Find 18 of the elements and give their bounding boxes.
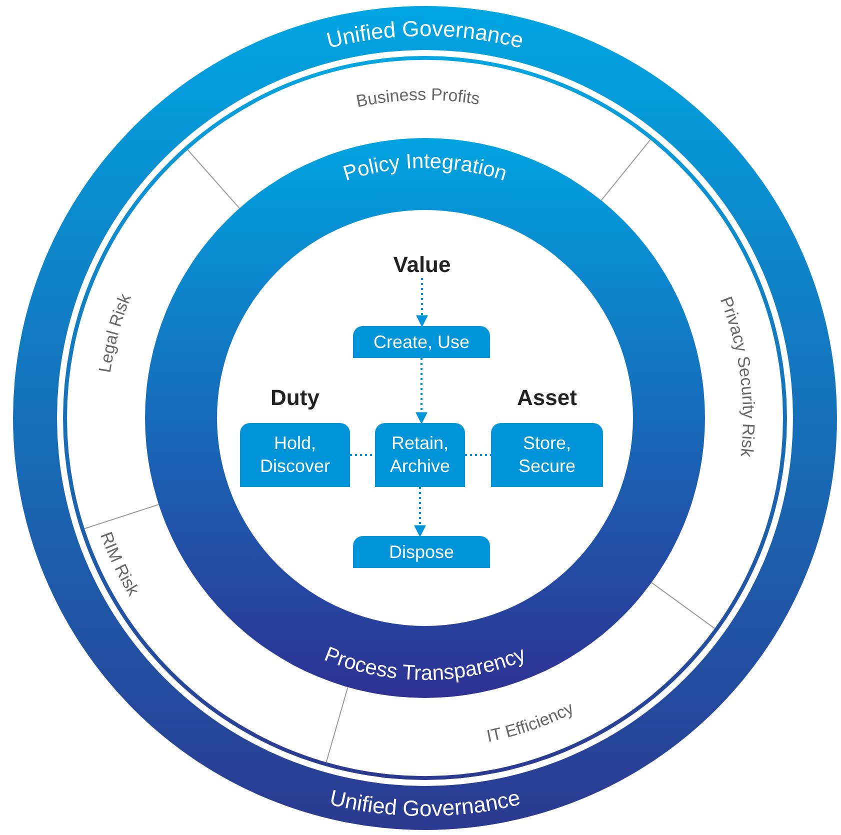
connector-line xyxy=(350,454,375,456)
ring-title: Process Transparency xyxy=(321,642,529,686)
ring-title: Unified Governance xyxy=(324,16,526,54)
heading: Value xyxy=(392,252,452,278)
heading: Asset xyxy=(516,385,578,411)
process-box: Store, Secure xyxy=(491,423,603,487)
ring-title: Unified Governance xyxy=(328,784,522,822)
process-box: Create, Use xyxy=(353,326,490,358)
process-box: Retain, Archive xyxy=(375,423,465,487)
arrow xyxy=(416,278,428,328)
connector-line xyxy=(465,454,491,456)
ring-title: Policy Integration xyxy=(340,150,510,186)
segment-label: Business Profits xyxy=(354,84,482,112)
process-box: Dispose xyxy=(353,536,490,568)
process-box: Hold, Discover xyxy=(240,423,350,487)
arrow xyxy=(414,487,426,538)
arrow xyxy=(416,358,428,424)
heading: Duty xyxy=(270,385,320,411)
